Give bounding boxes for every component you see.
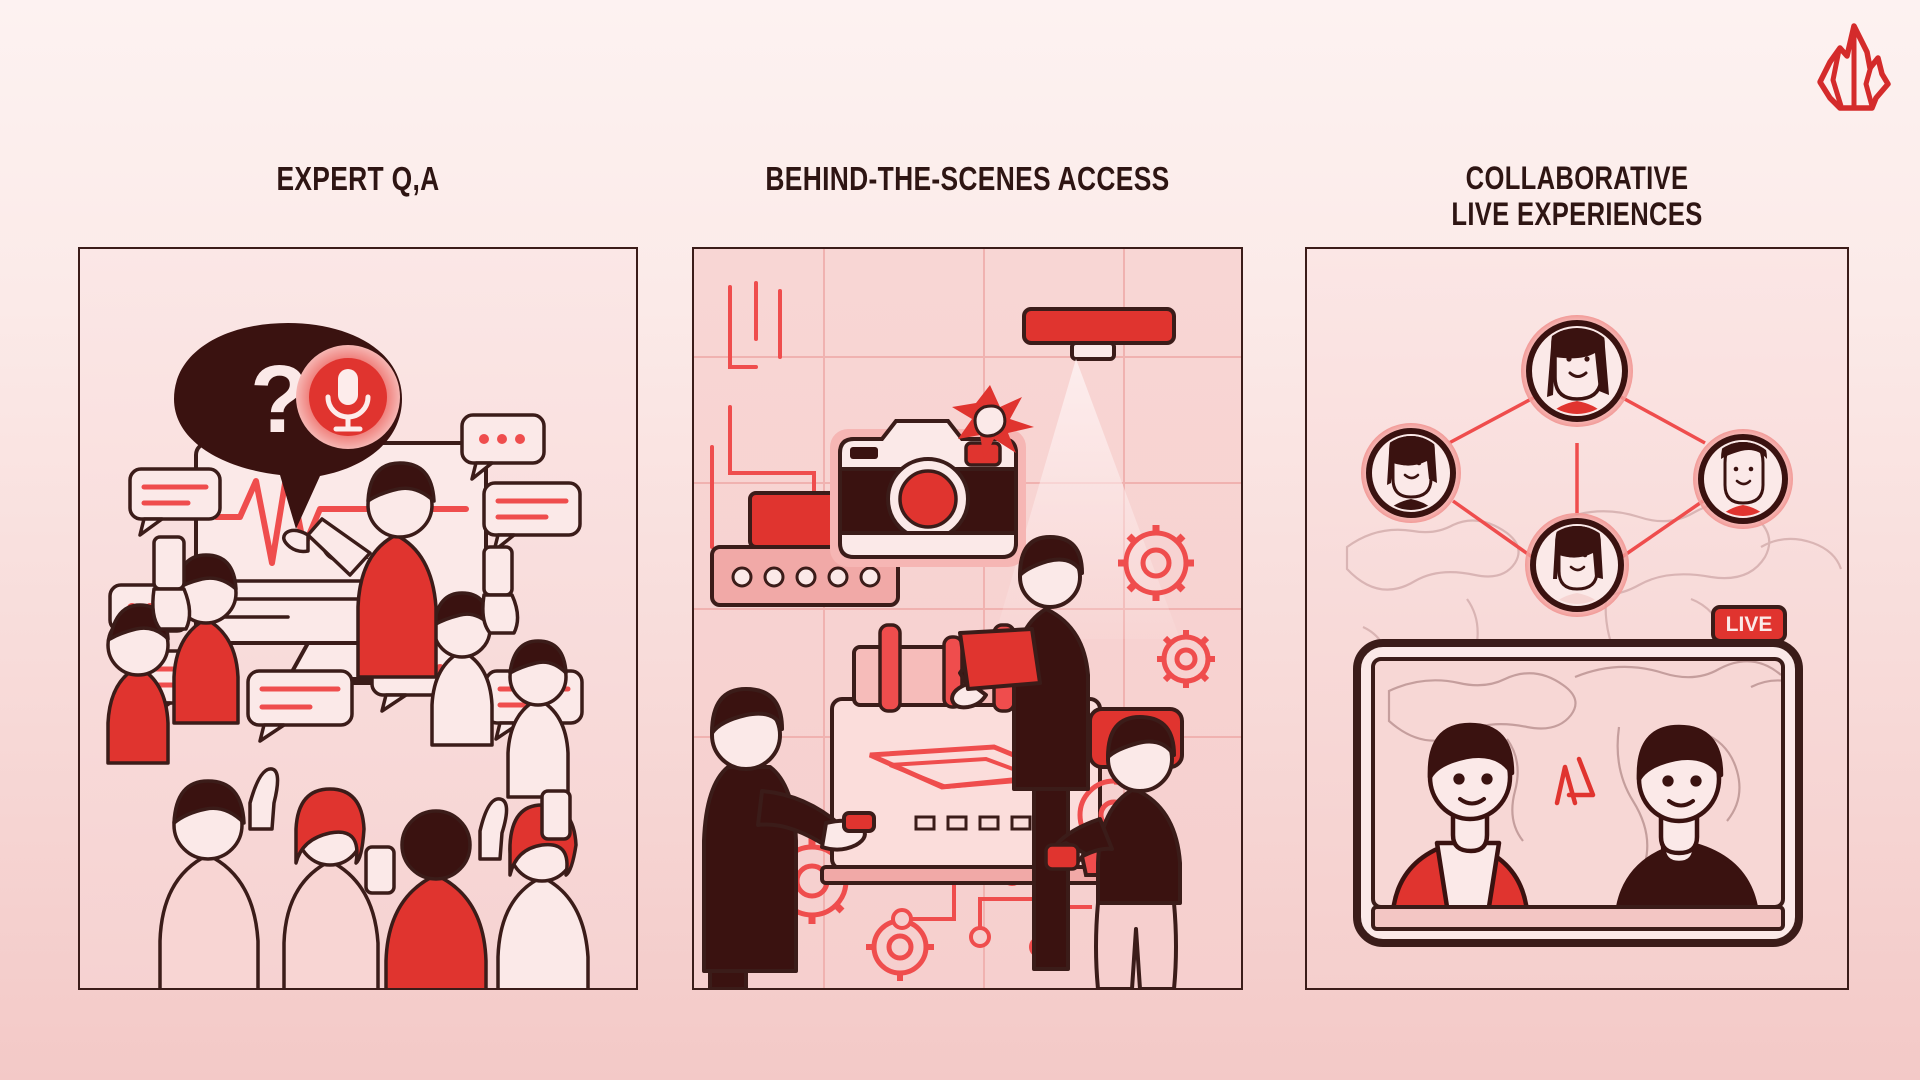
- flame-logo-icon: [1817, 23, 1891, 111]
- camera-icon: [830, 419, 1026, 567]
- video-call-screen-icon: [1353, 639, 1803, 947]
- panel-frame-expert-qa: ?: [78, 247, 638, 990]
- avatar: [1361, 423, 1461, 523]
- panel-frame-behind-the-scenes: [692, 247, 1243, 990]
- avatar: [1693, 429, 1793, 529]
- worker-at-console: [702, 687, 876, 988]
- microphone-icon: [296, 345, 400, 449]
- worker-with-panel: [950, 535, 1090, 971]
- panel-title-expert-qa: EXPERT Q,A: [276, 160, 440, 197]
- panel-behind-the-scenes: BEHIND-THE-SCENES ACCESS: [692, 160, 1243, 990]
- collaborative-live-illustration: LIVE: [1307, 249, 1847, 988]
- live-badge-label: LIVE: [1726, 613, 1773, 636]
- panel-expert-qa: EXPERT Q,A: [78, 160, 638, 990]
- panel-title-collaborative-live: COLLABORATIVE LIVE EXPERIENCES: [1451, 160, 1703, 233]
- avatar: [1521, 315, 1633, 427]
- panel-frame-collaborative-live: LIVE: [1305, 247, 1849, 990]
- worker-right: [1044, 715, 1182, 988]
- avatar-network-icon: [1361, 315, 1793, 617]
- camera-flash-icon: [952, 385, 1034, 459]
- live-badge: LIVE: [1711, 605, 1787, 643]
- behind-the-scenes-illustration: [694, 249, 1241, 988]
- panel-collaborative-live: COLLABORATIVE LIVE EXPERIENCES: [1305, 160, 1849, 990]
- panel-title-behind-the-scenes: BEHIND-THE-SCENES ACCESS: [765, 160, 1170, 197]
- audience-crowd-icon: [106, 461, 590, 988]
- expert-qa-illustration: ?: [80, 249, 636, 988]
- avatar: [1525, 513, 1629, 617]
